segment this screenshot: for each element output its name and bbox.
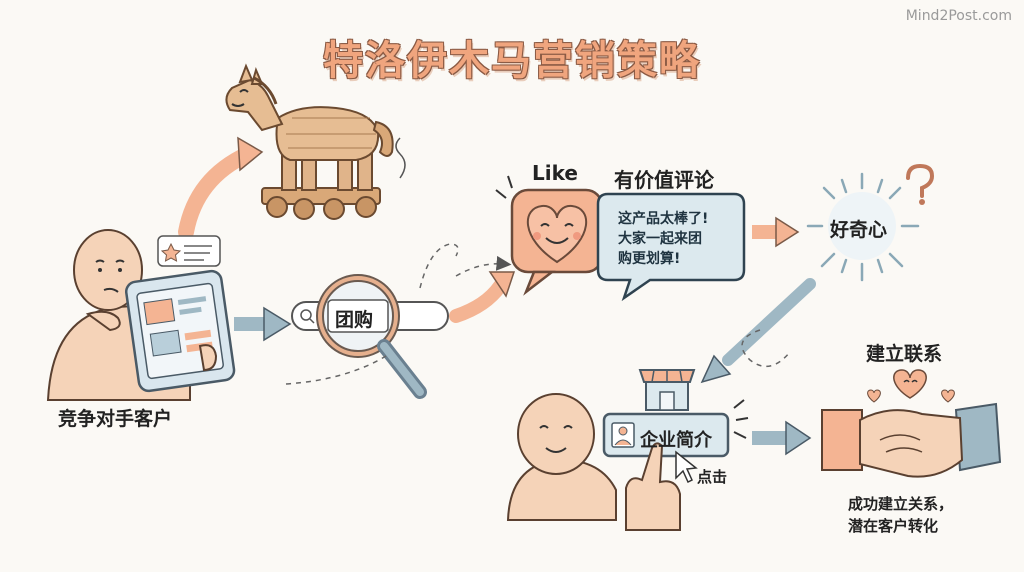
magnifier-icon bbox=[316, 274, 427, 399]
page-title: 特洛伊木马营销策略 bbox=[323, 38, 701, 84]
click-label: 点击 bbox=[697, 468, 728, 486]
competitor-label: 竞争对手客户 bbox=[58, 408, 173, 430]
question-mark-icon bbox=[906, 163, 935, 205]
review-bubble-text: 这产品太棒了! 大家一起来团 购更划算! bbox=[618, 209, 736, 269]
curiosity-label: 好奇心 bbox=[830, 219, 888, 241]
search-term: 团购 bbox=[335, 309, 374, 331]
like-label: Like bbox=[532, 161, 578, 185]
connect-label: 建立联系 bbox=[866, 343, 943, 365]
pointing-hand-icon bbox=[625, 442, 681, 531]
prospect-person bbox=[506, 393, 617, 521]
result-text: 成功建立关系， 潜在客户转化 bbox=[848, 493, 968, 537]
heart-like-icon bbox=[495, 175, 604, 296]
handshake-icon bbox=[821, 402, 1002, 478]
result-line: 潜在客户转化 bbox=[848, 517, 939, 535]
valuable-review-label: 有价值评论 bbox=[614, 168, 714, 192]
company-profile-button[interactable]: 企业简介 bbox=[640, 430, 712, 451]
review-line: 购更划算! bbox=[618, 251, 681, 267]
tablet-icon bbox=[124, 269, 236, 393]
review-bubble bbox=[596, 192, 746, 302]
review-line: 这产品太棒了! bbox=[618, 211, 709, 227]
company-profile-button-shape bbox=[602, 399, 749, 458]
review-line: 大家一起来团 bbox=[618, 231, 702, 247]
hearts-icon bbox=[867, 369, 955, 403]
trojan-horse-icon bbox=[225, 63, 406, 220]
result-line: 成功建立关系， bbox=[848, 495, 954, 513]
watermark: Mind2Post.com bbox=[905, 8, 1012, 24]
star-review-icon bbox=[157, 235, 221, 267]
store-icon bbox=[638, 369, 696, 411]
burst-icon bbox=[806, 172, 920, 282]
cursor-icon bbox=[675, 450, 698, 484]
